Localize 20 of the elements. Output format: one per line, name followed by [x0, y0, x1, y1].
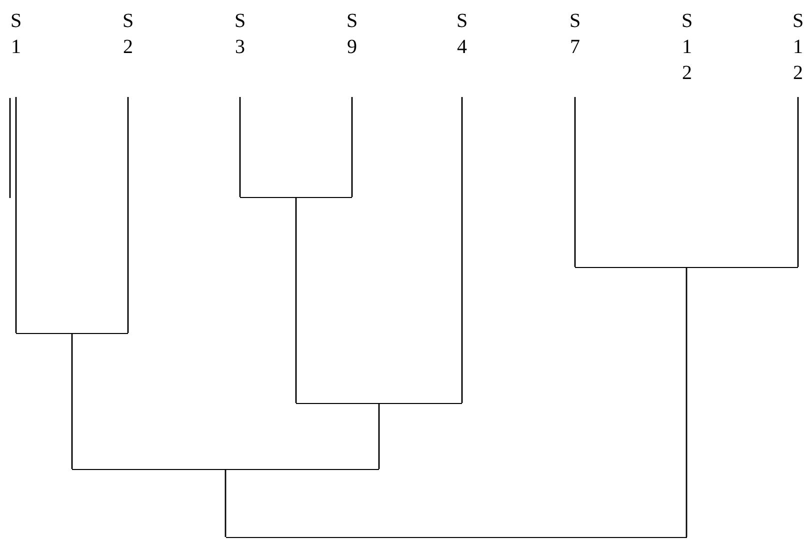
- leaf-label: S7: [568, 8, 582, 97]
- leaf-label: S12: [791, 8, 805, 97]
- dendrogram-branch: [797, 97, 799, 267]
- dendrogram-branch: [239, 97, 241, 197]
- dendrogram-branch: [224, 469, 226, 537]
- leaf-label: S2: [121, 8, 135, 97]
- leaf-label: S9: [345, 8, 359, 97]
- dendrogram-branch: [15, 97, 17, 333]
- leaf-label: S4: [455, 8, 469, 97]
- dendrogram-branch: [295, 197, 297, 403]
- dendrogram-branch: [461, 97, 463, 403]
- dendrogram-branch: [71, 333, 73, 469]
- dendrogram-branch: [686, 267, 688, 537]
- leaf-label: S12: [680, 8, 694, 97]
- leaf-label: S3: [233, 8, 247, 97]
- dendrogram-branch: [351, 97, 353, 197]
- dendrogram-branch: [574, 97, 576, 267]
- dendrogram-branch: [127, 97, 129, 333]
- dendrogram-branch: [378, 403, 380, 469]
- leaf-label: S1: [9, 8, 23, 97]
